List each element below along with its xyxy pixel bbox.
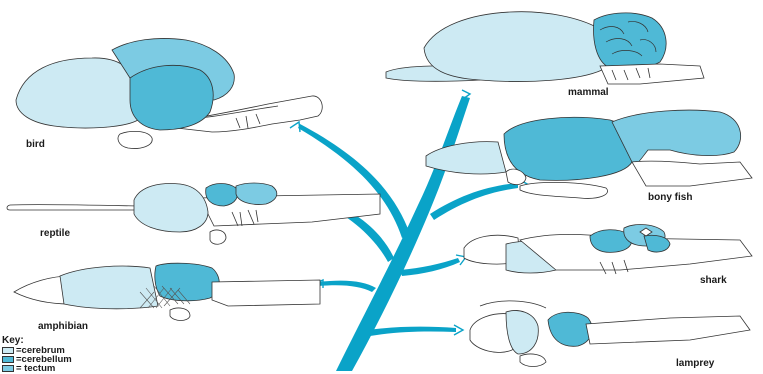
lamprey-brain xyxy=(470,301,750,367)
mammal-brain xyxy=(386,12,704,84)
tectum-swatch xyxy=(2,365,14,372)
label-lamprey: lamprey xyxy=(676,359,714,369)
bird-brain xyxy=(16,38,322,148)
label-mammal: mammal xyxy=(568,88,609,98)
bony-fish-brain xyxy=(426,110,752,198)
shark-brain xyxy=(464,225,752,274)
label-bird: bird xyxy=(26,140,45,150)
key-item-tectum: = tectum xyxy=(2,363,55,373)
key-label-tectum: = tectum xyxy=(16,363,55,374)
cerebellum-swatch xyxy=(2,356,14,363)
label-reptile: reptile xyxy=(40,229,70,239)
label-bony-fish: bony fish xyxy=(648,193,692,203)
amphibian-brain xyxy=(14,263,320,320)
label-shark: shark xyxy=(700,276,727,286)
cerebrum-swatch xyxy=(2,347,14,354)
label-amphibian: amphibian xyxy=(38,322,88,332)
